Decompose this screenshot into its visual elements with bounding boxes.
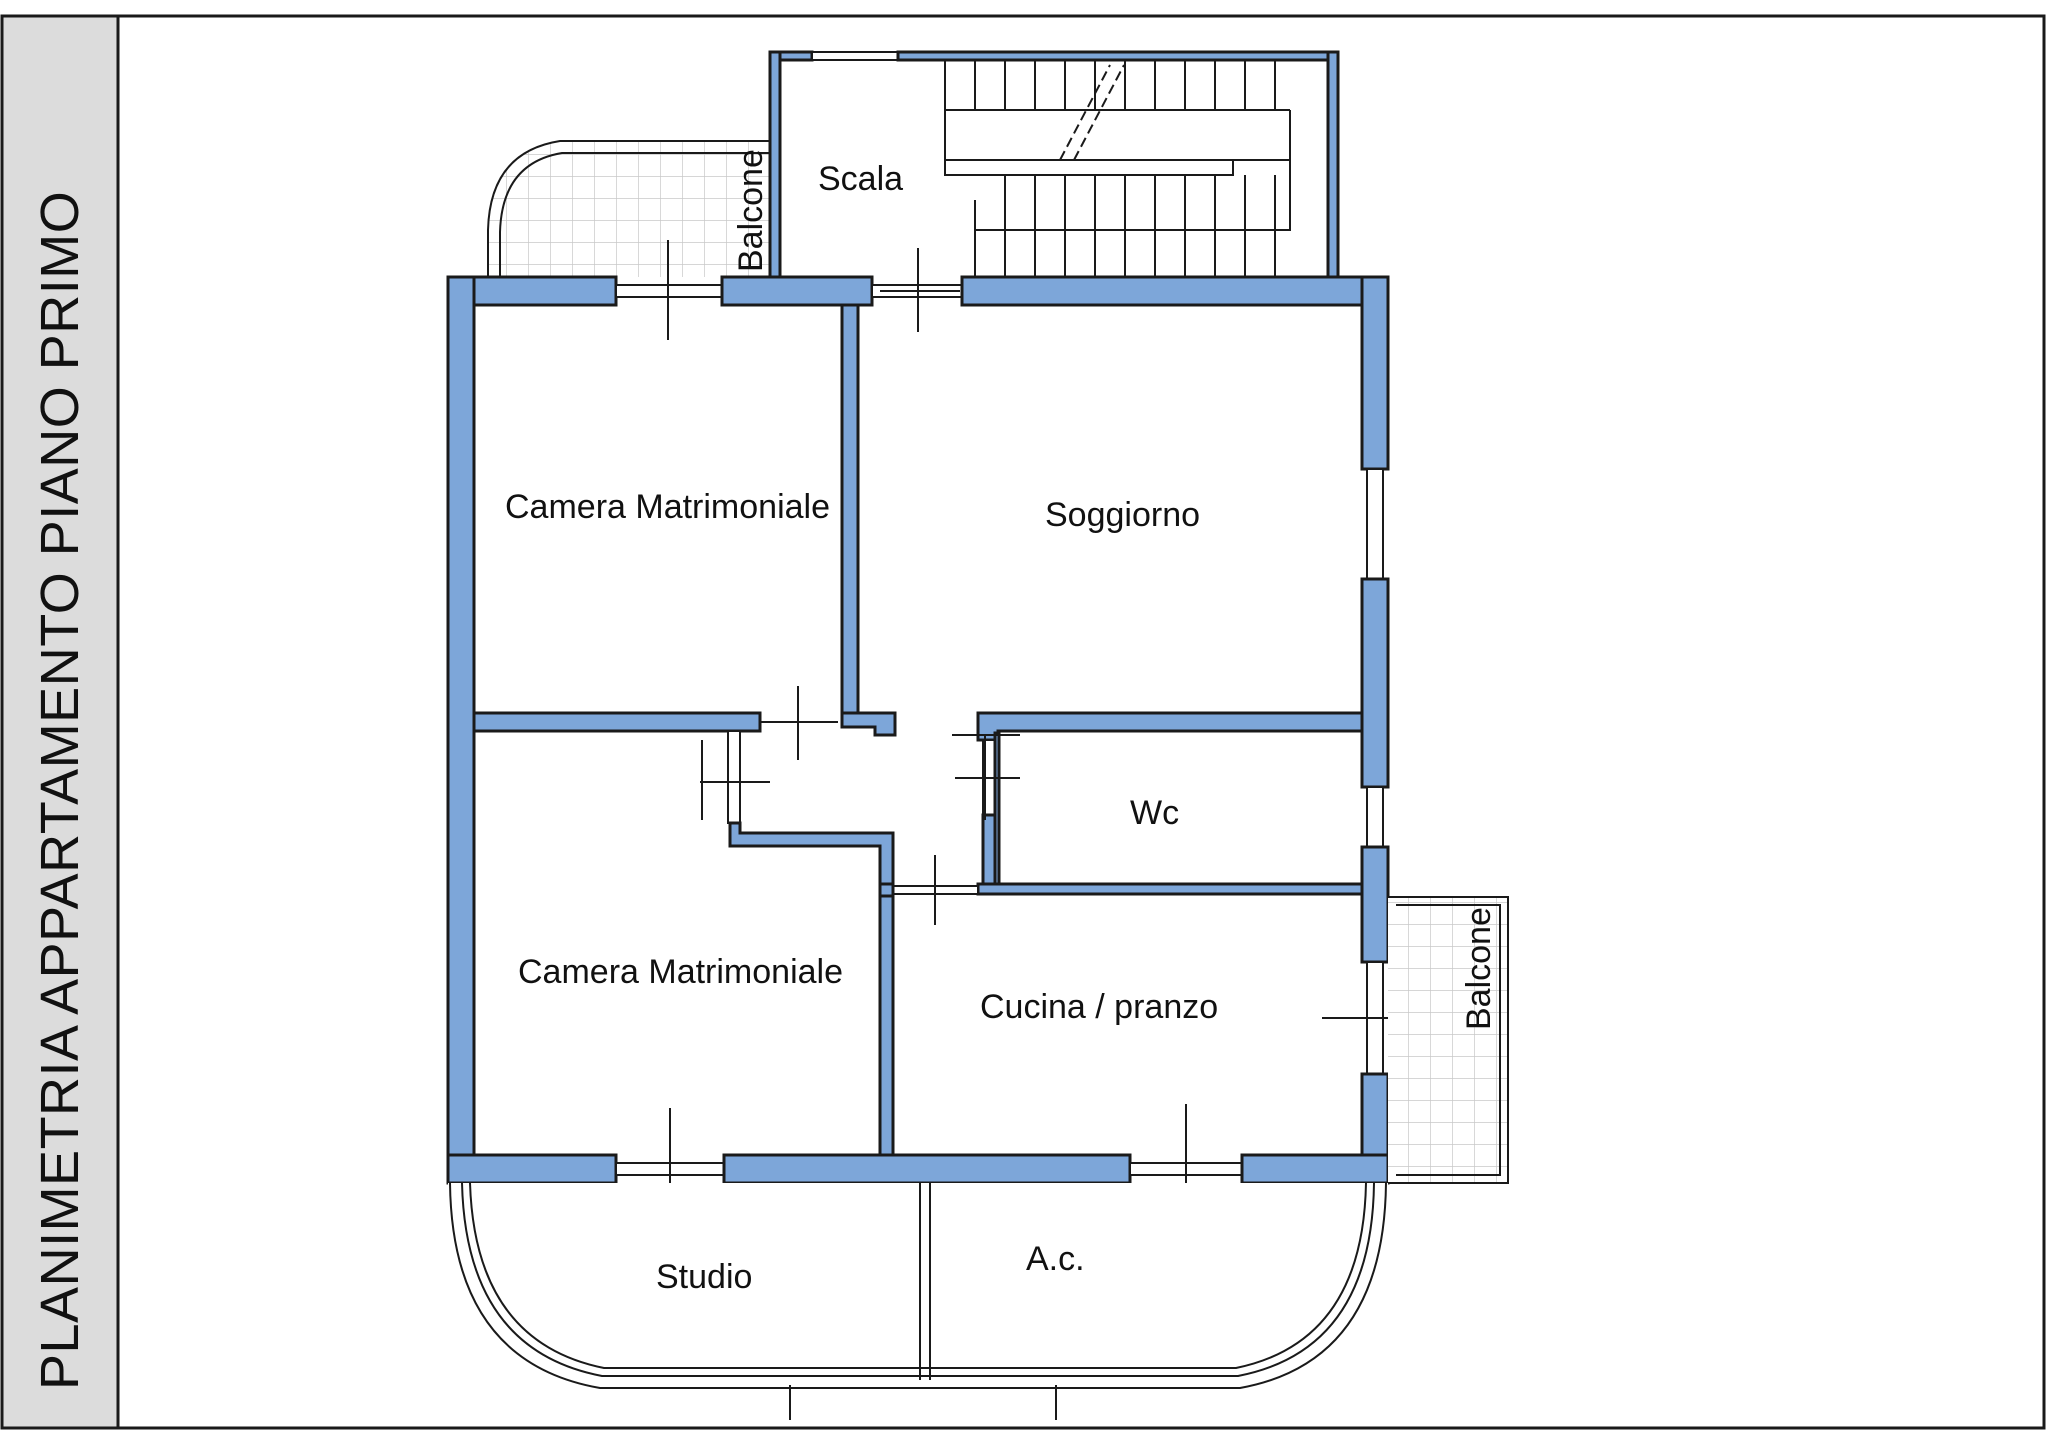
interior-walls: [472, 303, 1364, 1157]
balcony-top: Balcone: [487, 140, 770, 277]
outer-walls: [446, 275, 1390, 1185]
balcony-right: Balcone: [1388, 896, 1509, 1184]
wc-label: Wc: [1130, 794, 1179, 832]
drawing-title: PLANIMETRIA APPARTAMENTO PIANO PRIMO: [30, 191, 90, 1390]
camera-2-label: Camera Matrimoniale: [518, 953, 843, 991]
balcone-top-label: Balcone: [732, 149, 770, 272]
staircase: Scala: [768, 50, 1340, 279]
scala-label: Scala: [818, 160, 903, 198]
camera-1-label: Camera Matrimoniale: [505, 488, 830, 526]
veranda: [448, 1182, 1388, 1389]
studio-label: Studio: [656, 1258, 752, 1296]
cucina-label: Cucina / pranzo: [980, 988, 1218, 1026]
soggiorno-label: Soggiorno: [1045, 496, 1200, 534]
title-strip: [0, 14, 120, 1430]
balcone-right-label: Balcone: [1460, 907, 1498, 1030]
ac-label: A.c.: [1026, 1240, 1085, 1278]
